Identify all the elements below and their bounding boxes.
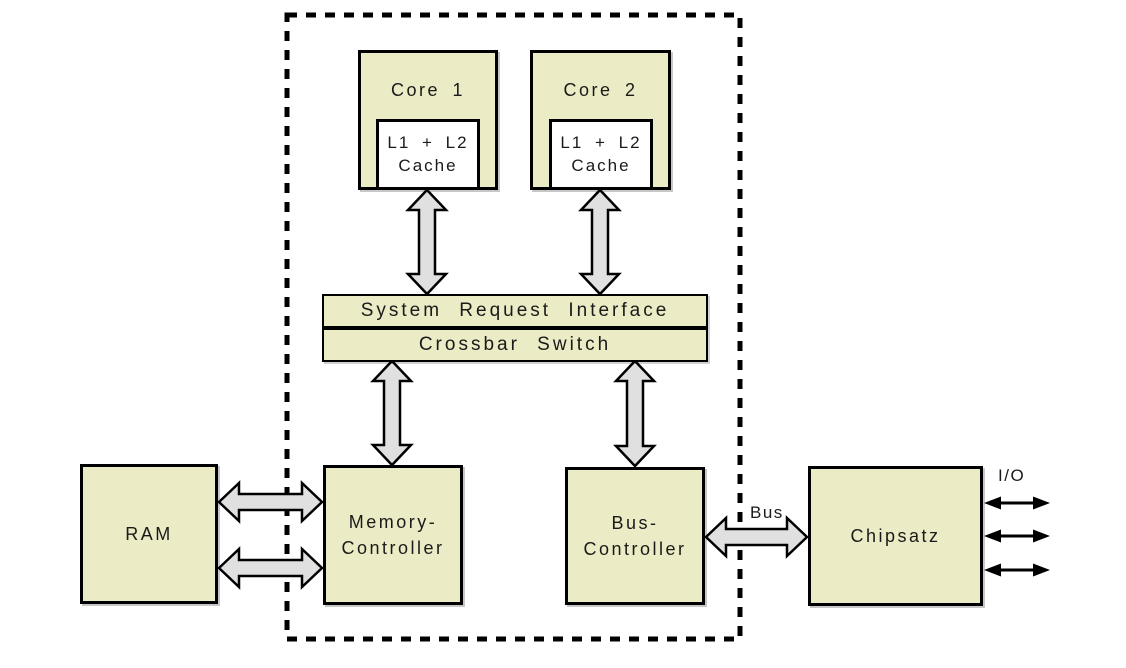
io-arrow-1	[984, 496, 1050, 510]
node-chipsatz: Chipsatz	[808, 466, 983, 606]
node-cache1: L1 + L2 Cache	[376, 119, 480, 190]
io-arrow-2	[984, 529, 1050, 543]
bus-controller-chipsatz-double-arrow	[704, 515, 809, 559]
node-ram: RAM	[80, 464, 218, 604]
crossbar-bus-controller-double-arrow	[613, 359, 657, 468]
cache1-sri-double-arrow	[405, 188, 449, 296]
node-system-request-interface: System Request Interface	[322, 294, 708, 328]
ram-memory-controller-lower-double-arrow	[217, 546, 324, 590]
io-arrow-3	[984, 563, 1050, 577]
bus-connector-label: Bus	[750, 503, 784, 522]
node-cache2: L1 + L2 Cache	[549, 119, 653, 190]
die-boundary-dashed-box	[284, 12, 743, 642]
io-connector-label: I/O	[998, 466, 1026, 485]
cache2-sri-double-arrow	[578, 188, 622, 296]
bus-controller-label-line1: Bus-	[611, 512, 659, 533]
cache2-label-line1: L1 + L2	[560, 132, 642, 152]
cache2-label-line2: Cache	[571, 155, 631, 175]
memory-controller-label-line1: Memory-	[348, 511, 438, 532]
core2-label: Core 2	[563, 80, 638, 100]
node-memory-controller: Memory- Controller	[323, 465, 463, 605]
memory-controller-label-line2: Controller	[341, 538, 445, 558]
ram-label: RAM	[125, 523, 173, 544]
crossbar-memory-controller-double-arrow	[370, 359, 414, 467]
cache1-label-line2: Cache	[398, 155, 458, 175]
crossbar-switch-label: Crossbar Switch	[418, 334, 612, 356]
core1-label: Core 1	[390, 80, 466, 100]
node-crossbar-switch: Crossbar Switch	[322, 328, 708, 362]
ram-memory-controller-upper-double-arrow	[217, 480, 324, 524]
node-bus-controller: Bus- Controller	[565, 467, 705, 605]
system-request-interface-label: System Request Interface	[360, 300, 670, 322]
cache1-label-line1: L1 + L2	[387, 132, 469, 152]
chipsatz-label: Chipsatz	[850, 525, 941, 546]
bus-controller-label-line2: Controller	[583, 539, 687, 559]
